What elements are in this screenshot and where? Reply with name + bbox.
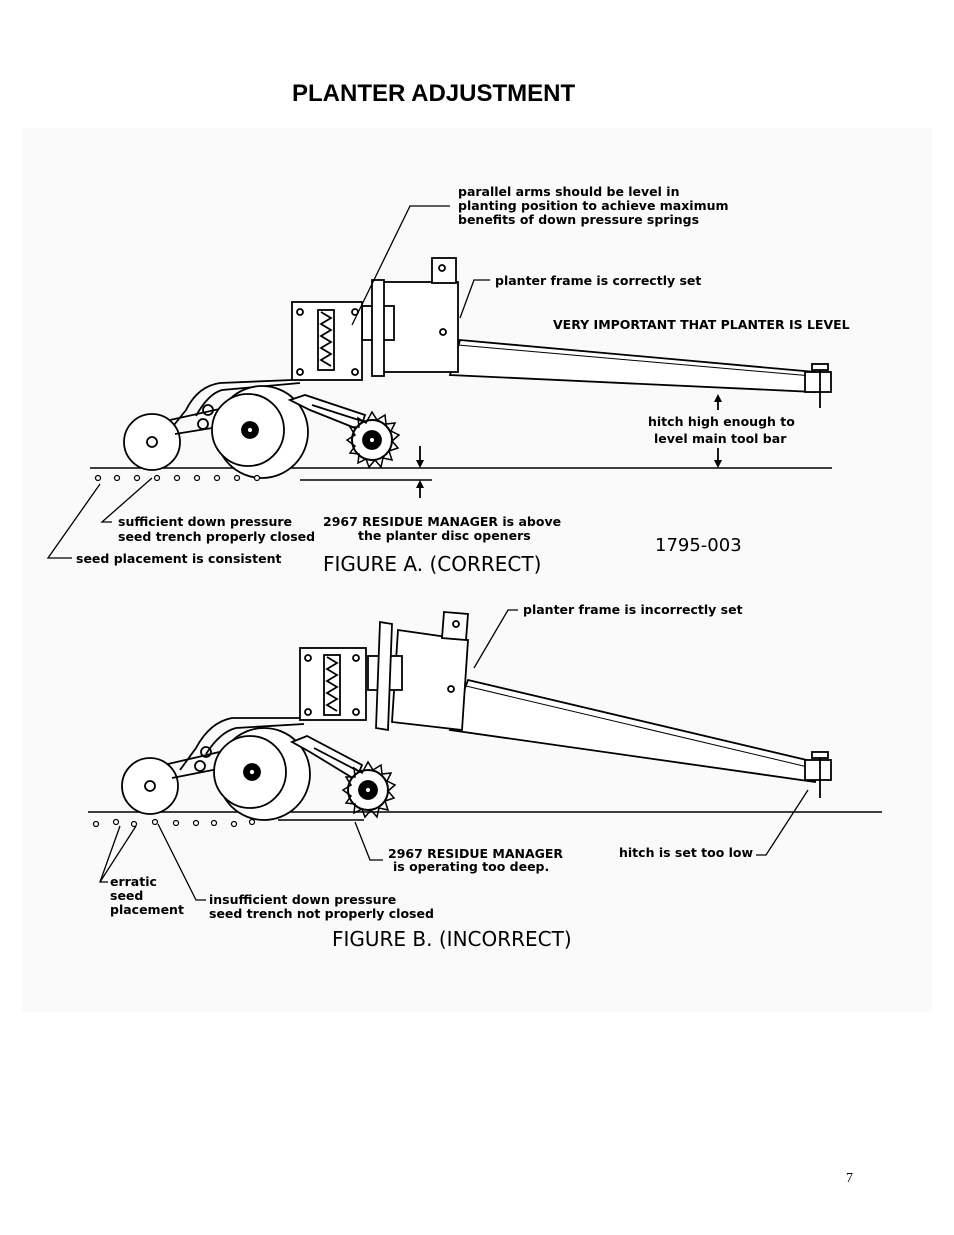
- label-erratic-1: erratic: [110, 874, 157, 889]
- label-hitch-low: hitch is set too low: [619, 845, 754, 860]
- label-hitch-high-2: level main tool bar: [654, 431, 787, 446]
- label-erratic-2: seed: [110, 888, 143, 903]
- page-title: PLANTER ADJUSTMENT: [292, 80, 576, 107]
- label-insufficient-2: seed trench not properly closed: [209, 906, 434, 921]
- label-sufficient-1: sufficient down pressure: [118, 514, 292, 529]
- caption-figure-b: FIGURE B. (INCORRECT): [332, 927, 572, 951]
- caption-figure-a: FIGURE A. (CORRECT): [323, 552, 541, 576]
- label-parallel-arms-2: planting position to achieve maximum: [458, 198, 729, 213]
- label-sufficient-2: seed trench properly closed: [118, 529, 315, 544]
- label-parallel-arms-3: benefits of down pressure springs: [458, 212, 699, 227]
- figure-a-drawing: [46, 205, 832, 559]
- label-very-important: VERY IMPORTANT THAT PLANTER IS LEVEL: [553, 317, 850, 332]
- seed-dots-b: [92, 818, 256, 828]
- page-number: 7: [846, 1171, 853, 1186]
- label-residue-deep-2: is operating too deep.: [393, 859, 549, 874]
- label-seed-consistent: seed placement is consistent: [76, 551, 281, 566]
- label-frame-correct: planter frame is correctly set: [495, 273, 701, 288]
- figure-panel: [22, 128, 932, 1012]
- label-erratic-3: placement: [110, 902, 184, 917]
- label-residue-above-1: 2967 RESIDUE MANAGER is above: [323, 514, 561, 529]
- drawing-number: 1795-003: [655, 535, 742, 556]
- figure-b-drawing: [88, 609, 882, 901]
- label-residue-above-2: the planter disc openers: [358, 528, 531, 543]
- label-residue-deep-1: 2967 RESIDUE MANAGER: [388, 846, 563, 861]
- label-hitch-high-1: hitch high enough to: [648, 414, 795, 429]
- label-frame-incorrect: planter frame is incorrectly set: [523, 602, 743, 617]
- label-insufficient-1: insufficient down pressure: [209, 892, 396, 907]
- seed-dots-a: [94, 474, 261, 482]
- label-parallel-arms-1: parallel arms should be level in: [458, 184, 679, 199]
